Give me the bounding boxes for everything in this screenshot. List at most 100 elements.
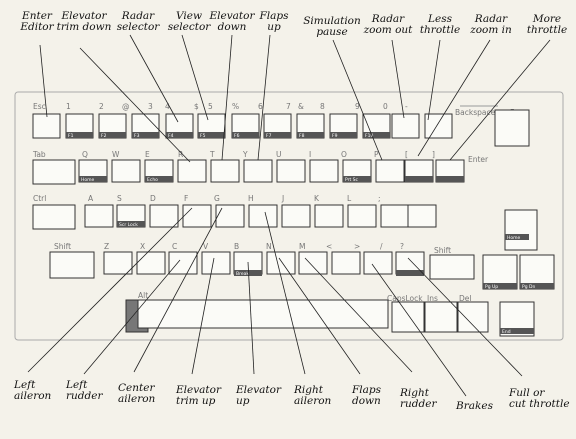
label-center-aileron: Center aileron bbox=[118, 382, 156, 405]
key-end-tag bbox=[500, 328, 534, 334]
key-label-a-4: G bbox=[214, 194, 220, 203]
key-label-z-2: C bbox=[172, 242, 177, 251]
key-capslock bbox=[391, 301, 425, 333]
key-row4-2 bbox=[168, 251, 198, 275]
leader-line-16 bbox=[264, 211, 306, 375]
key-label-z-6: M bbox=[299, 242, 305, 251]
key-label-q-4: T bbox=[209, 150, 215, 159]
key-label-q-1: W bbox=[112, 150, 120, 159]
key-row1-10-tag-text: F10 bbox=[365, 133, 373, 139]
key-row2-7 bbox=[309, 159, 339, 183]
leader-line-19 bbox=[371, 263, 467, 397]
key-label-q-7: I bbox=[309, 150, 311, 159]
key-label-z-8: > bbox=[354, 242, 360, 251]
key-row4-1 bbox=[136, 251, 166, 275]
key-label-a-6: J bbox=[281, 194, 284, 203]
key-label-ctrl: Ctrl bbox=[33, 194, 46, 203]
key-label-del: Del bbox=[459, 294, 471, 303]
key-row4-7 bbox=[331, 251, 361, 275]
key-row3-8 bbox=[347, 204, 377, 228]
key-label-num-12: 9 bbox=[355, 102, 360, 111]
key-label-a-0: A bbox=[88, 194, 94, 203]
label-elevator-trim-up: Elevator trim up bbox=[176, 384, 221, 407]
key-label-shift-right: Shift bbox=[434, 246, 451, 255]
key-label-q-5: Y bbox=[242, 150, 248, 159]
key-label-z-4: B bbox=[234, 242, 239, 251]
key-row3-0 bbox=[84, 204, 114, 228]
key-label-q-6: U bbox=[276, 150, 282, 159]
label-radar-selector: Radar selector bbox=[116, 10, 160, 33]
key-label-num-11: 8 bbox=[320, 102, 325, 111]
leader-line-3 bbox=[181, 34, 209, 121]
key-row3-7 bbox=[314, 204, 344, 228]
key-row1-2-tag-text: F2 bbox=[101, 133, 107, 139]
key-row1-3-tag-text: F3 bbox=[134, 133, 140, 139]
key-row1-8-tag-text: F8 bbox=[299, 133, 305, 139]
key-label-num-3: 3 bbox=[148, 102, 153, 111]
key-row2-8-tag bbox=[343, 176, 371, 182]
key-row2-8-tag-text: Prt Sc bbox=[345, 177, 359, 183]
key-label-num-5: $ bbox=[194, 102, 199, 111]
leader-line-12 bbox=[83, 259, 181, 375]
key-row2-0-tag-text: Home bbox=[81, 177, 95, 183]
key-row3-1-tag bbox=[117, 221, 145, 227]
key-row4-9-tag bbox=[396, 270, 424, 276]
key-row1-3-tag bbox=[132, 132, 159, 138]
key-row3-4 bbox=[215, 204, 245, 228]
key-label-backspace: Backspace bbox=[455, 108, 496, 117]
key-label-num-2: @ bbox=[122, 102, 130, 111]
key-row2-10-tag bbox=[405, 176, 433, 182]
leader-line-4 bbox=[221, 34, 233, 161]
key-row1-9-tag-text: F9 bbox=[332, 133, 338, 139]
key-label-num-14: - bbox=[405, 102, 408, 111]
key-label-q-2: E bbox=[145, 150, 150, 159]
key-row1-4-tag-text: F4 bbox=[168, 133, 174, 139]
key-shift-left bbox=[49, 251, 95, 279]
key-label-q-0: Q bbox=[82, 150, 88, 159]
key-label-q-11: ] bbox=[432, 150, 435, 159]
key-row1-10-tag bbox=[363, 132, 390, 138]
key-label-num-10: & bbox=[298, 102, 304, 111]
key-row4-3 bbox=[201, 251, 231, 275]
key-row4-4-tag-text: Break bbox=[236, 271, 249, 277]
key-row2-4 bbox=[210, 159, 240, 183]
key-label-num-1: 2 bbox=[99, 102, 104, 111]
key-row2-6 bbox=[276, 159, 306, 183]
key-end-tag-text: End bbox=[502, 329, 511, 335]
label-elevator-trim-down: Elevator trim down bbox=[56, 10, 112, 33]
key-label-a-8: L bbox=[347, 194, 352, 203]
key-row2-9 bbox=[375, 159, 405, 183]
key-row1-0 bbox=[32, 113, 61, 139]
label-elevator-up: Elevator up bbox=[236, 384, 281, 407]
key-label-num-13: 0 bbox=[383, 102, 388, 111]
label-simulation-pause: Simulation pause bbox=[303, 15, 361, 38]
key-label-shift-left: Shift bbox=[54, 242, 71, 251]
key-row2-1 bbox=[111, 159, 141, 183]
key-row1-6-tag bbox=[232, 132, 259, 138]
label-radar-zoom-in: Radar zoom in bbox=[470, 13, 512, 36]
key-row4-5 bbox=[266, 251, 296, 275]
leader-line-15 bbox=[247, 261, 255, 375]
label-left-aileron: Left aileron bbox=[14, 379, 52, 402]
key-home-right bbox=[504, 209, 538, 251]
key-row3-5 bbox=[248, 204, 278, 228]
key-pgdn-tag-text: Pg Dn bbox=[522, 284, 535, 290]
key-row1-7-tag bbox=[264, 132, 291, 138]
key-row1-5-tag bbox=[198, 132, 225, 138]
label-flaps-down: Flaps down bbox=[352, 384, 382, 407]
keyboard-body bbox=[14, 91, 564, 341]
key-row3-6 bbox=[281, 204, 311, 228]
key-row1-11 bbox=[391, 113, 420, 139]
label-radar-zoom-out: Radar zoom out bbox=[363, 13, 413, 36]
leader-line-10 bbox=[449, 39, 551, 161]
leader-line-11 bbox=[27, 207, 193, 373]
leader-line-8 bbox=[427, 39, 441, 121]
key-row4-6 bbox=[298, 251, 328, 275]
key-label-alt: Alt bbox=[138, 291, 148, 300]
leader-line-7 bbox=[391, 39, 405, 119]
label-right-rudder: Right rudder bbox=[400, 387, 437, 410]
key-label-z-0: Z bbox=[104, 242, 109, 251]
key-row3-1-tag-text: Scr Lock bbox=[119, 222, 138, 228]
